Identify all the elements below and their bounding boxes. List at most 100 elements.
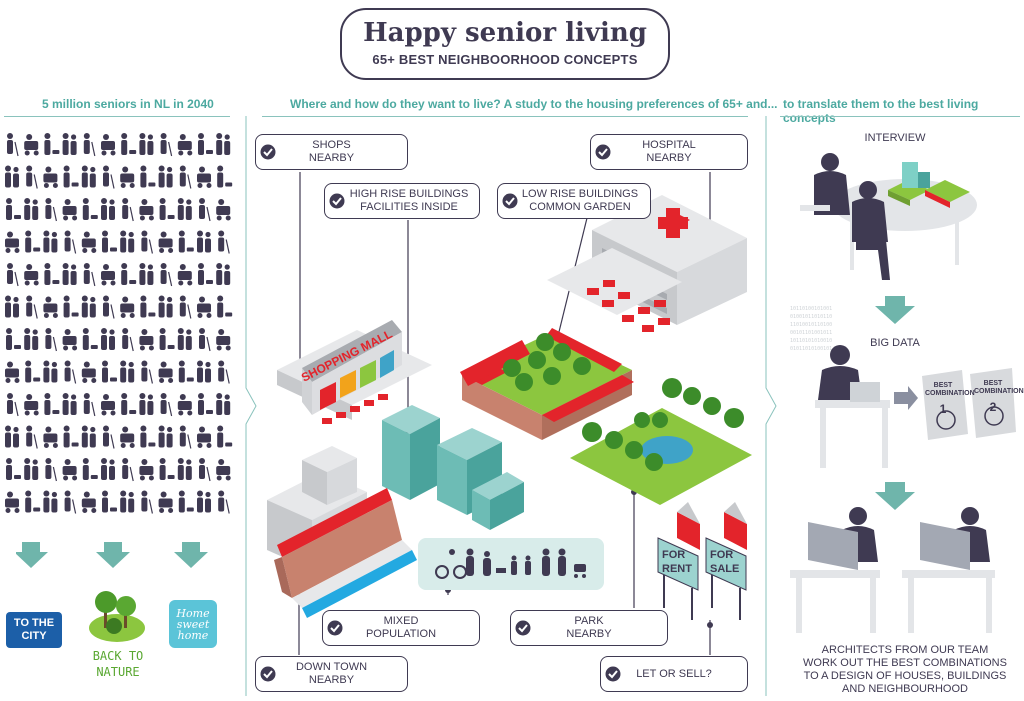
senior-person-icon bbox=[160, 133, 173, 157]
senior-person-icon bbox=[45, 458, 57, 482]
senior-person-icon bbox=[139, 133, 154, 155]
senior-person-icon bbox=[197, 426, 212, 448]
senior-person-icon bbox=[140, 425, 156, 448]
senior-person-icon bbox=[24, 458, 39, 480]
senior-person-icon bbox=[64, 230, 77, 254]
senior-person-icon bbox=[197, 296, 212, 318]
senior-person-icon bbox=[101, 394, 116, 416]
senior-person-icon bbox=[120, 360, 135, 383]
architects-caption: ARCHITECTS FROM OUR TEAM WORK OUT THE BE… bbox=[803, 644, 1007, 695]
senior-person-icon bbox=[82, 198, 98, 220]
senior-person-icon bbox=[160, 263, 173, 287]
senior-person-icon bbox=[158, 425, 173, 448]
senior-person-icon bbox=[44, 263, 60, 285]
senior-person-icon bbox=[197, 490, 211, 513]
downtown-buildings bbox=[267, 446, 417, 618]
senior-person-icon bbox=[198, 263, 213, 285]
senior-person-icon bbox=[5, 165, 19, 188]
senior-person-icon bbox=[177, 134, 193, 156]
to-the-city-badge: TO THE CITY bbox=[6, 612, 62, 648]
senior-person-icon bbox=[120, 230, 135, 253]
senior-person-icon bbox=[26, 295, 38, 319]
svg-text:00101101001011: 00101101001011 bbox=[790, 330, 832, 336]
senior-person-icon bbox=[139, 329, 154, 351]
senior-person-icon bbox=[120, 490, 135, 513]
senior-person-icon bbox=[139, 199, 154, 221]
left-column-heading: 5 million seniors in NL in 2040 bbox=[42, 97, 214, 111]
senior-person-icon bbox=[24, 264, 39, 286]
nature-trees-icon bbox=[89, 591, 145, 642]
senior-person-icon bbox=[102, 360, 117, 383]
senior-person-icon bbox=[217, 425, 233, 448]
neighbourhood-scene: SHOPPING MALL bbox=[267, 172, 752, 655]
architects-scene bbox=[790, 507, 995, 633]
senior-person-icon bbox=[81, 295, 96, 318]
mixed-population-group bbox=[418, 538, 604, 590]
senior-person-icon bbox=[81, 231, 97, 253]
check-circle-icon bbox=[502, 193, 518, 209]
senior-person-icon bbox=[82, 328, 98, 350]
check-circle-icon bbox=[515, 620, 531, 636]
senior-person-icon bbox=[159, 198, 175, 220]
arrow-down-icon bbox=[16, 542, 48, 568]
senior-person-icon bbox=[83, 133, 96, 157]
senior-person-icon bbox=[83, 263, 96, 287]
senior-person-icon bbox=[121, 133, 137, 155]
senior-person-icon bbox=[199, 458, 211, 482]
senior-person-icon bbox=[178, 360, 194, 383]
svg-text:11010010110100: 11010010110100 bbox=[790, 322, 832, 328]
senior-person-icon bbox=[45, 328, 57, 352]
senior-person-icon bbox=[216, 133, 231, 155]
senior-person-icon bbox=[197, 360, 211, 383]
shopping-mall-building: SHOPPING MALL bbox=[277, 320, 432, 424]
senior-person-icon bbox=[197, 166, 212, 188]
best-combination-2: BEST COMBINATION 2 bbox=[974, 380, 1024, 414]
senior-person-icon bbox=[218, 360, 230, 384]
senior-person-icon bbox=[64, 490, 77, 514]
middle-column-heading: Where and how do they want to live? A st… bbox=[290, 97, 778, 111]
arrow-down-icon bbox=[174, 542, 208, 568]
senior-person-icon bbox=[141, 490, 153, 514]
senior-person-icon bbox=[5, 491, 20, 513]
senior-person-icon bbox=[26, 425, 38, 449]
arrow-down-icon bbox=[875, 296, 915, 324]
senior-person-icon bbox=[7, 393, 19, 417]
check-circle-icon bbox=[327, 620, 343, 636]
senior-person-icon bbox=[24, 328, 39, 350]
title-box: Happy senior living 65+ BEST NEIGHBOORHO… bbox=[340, 8, 670, 80]
senior-person-icon bbox=[140, 295, 156, 318]
senior-person-icon bbox=[199, 198, 211, 222]
check-circle-icon bbox=[605, 666, 621, 682]
for-rent-sign: FOR RENT bbox=[657, 502, 700, 620]
divider-left bbox=[245, 116, 257, 696]
arrow-down-icon bbox=[96, 542, 130, 568]
svg-text:10110101010010: 10110101010010 bbox=[790, 338, 832, 344]
park-area bbox=[570, 378, 752, 505]
senior-person-icon bbox=[62, 133, 77, 155]
senior-person-icon bbox=[216, 199, 231, 221]
senior-person-icon bbox=[62, 199, 78, 221]
senior-person-icon bbox=[102, 490, 117, 513]
senior-person-icon bbox=[199, 328, 211, 352]
senior-person-icon bbox=[5, 361, 20, 383]
senior-person-icon bbox=[101, 198, 115, 220]
senior-person-icon bbox=[158, 231, 174, 253]
senior-person-icon bbox=[158, 491, 174, 513]
senior-person-icon bbox=[25, 230, 41, 253]
svg-text:01011010100101: 01011010100101 bbox=[790, 346, 832, 352]
right-rule bbox=[780, 116, 1020, 117]
senior-person-icon bbox=[24, 394, 39, 416]
senior-person-icon bbox=[218, 490, 230, 514]
senior-person-icon bbox=[159, 328, 175, 350]
senior-person-icon bbox=[120, 166, 135, 188]
svg-text:RENT: RENT bbox=[662, 563, 692, 575]
senior-person-icon bbox=[25, 490, 41, 513]
arrow-right-icon bbox=[894, 386, 918, 410]
senior-person-icon bbox=[216, 459, 231, 481]
senior-person-icon bbox=[43, 490, 58, 513]
